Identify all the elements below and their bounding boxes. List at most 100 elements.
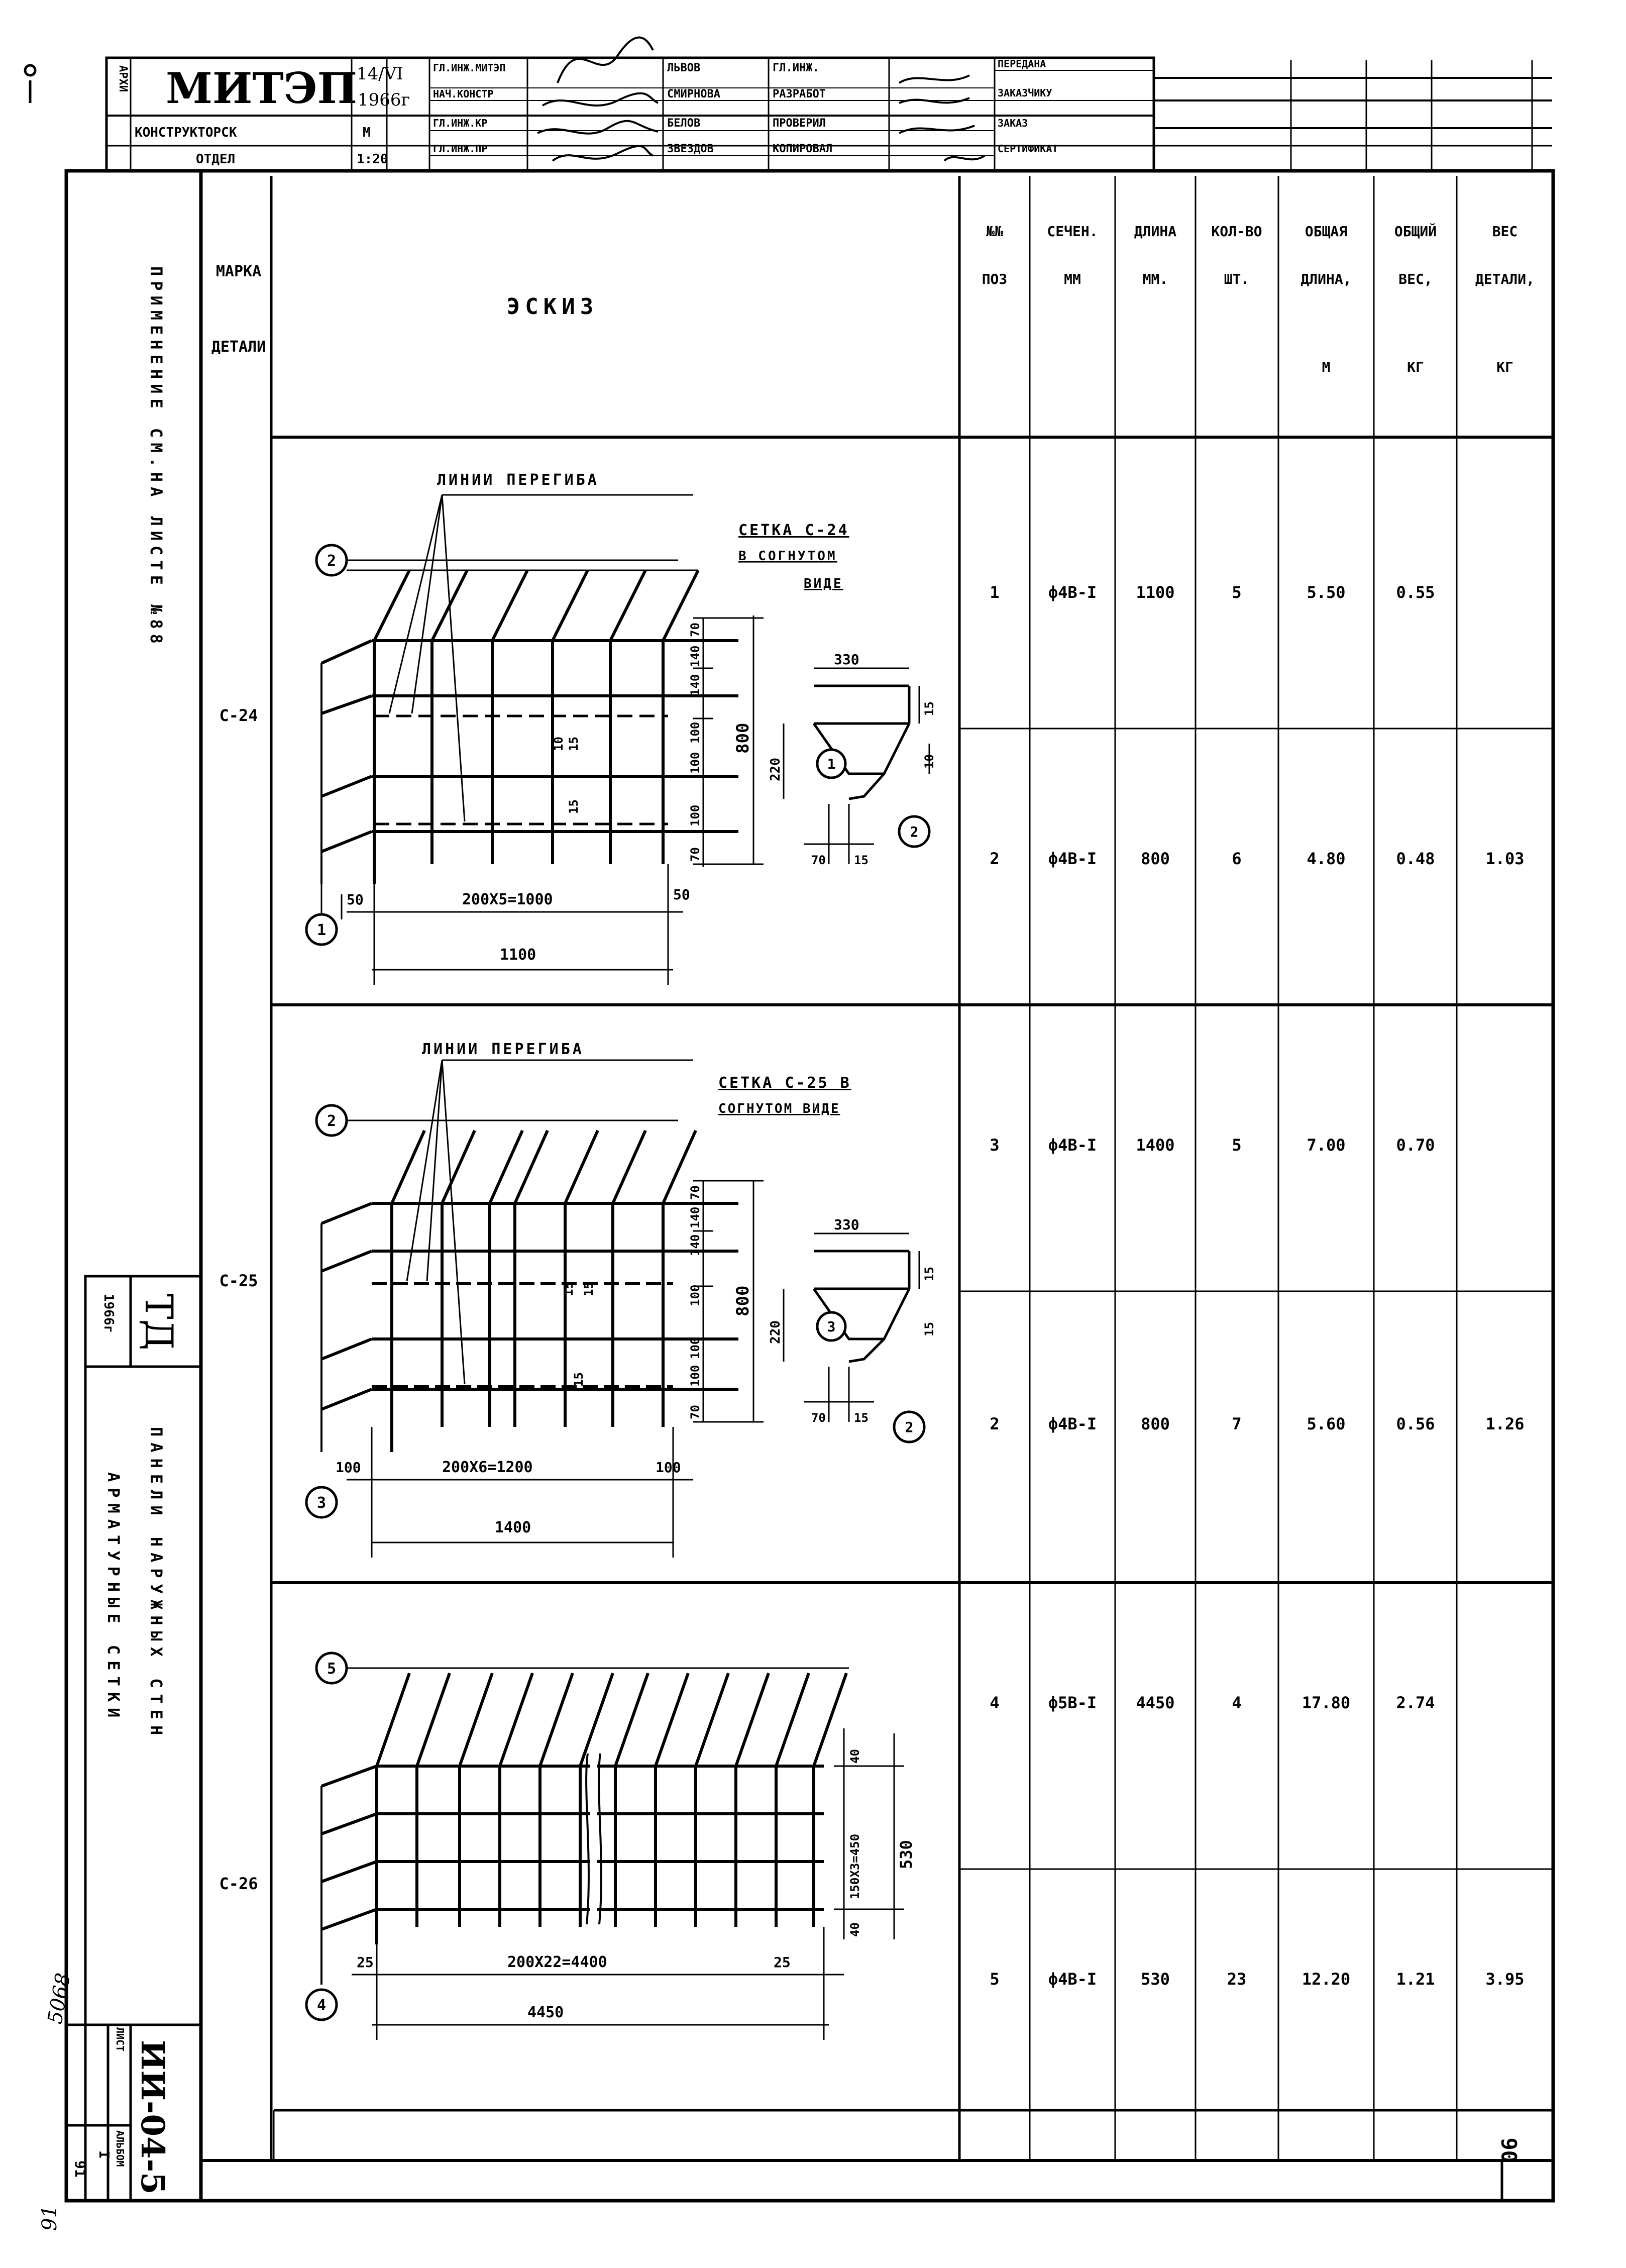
dim-c25-r3: 100 [688,1285,702,1306]
dim-c24-r1: 140 [688,646,702,667]
hdr-dw-2: ДЕТАЛИ, [1475,271,1535,287]
dim-c24-r6: 70 [688,847,702,862]
caption-c25-2: СОГНУТОМ ВИДЕ [718,1101,840,1116]
dim-c25-r0: 70 [688,1185,702,1200]
dim-c25-height: 800 [733,1286,753,1316]
dim-c26-height: 530 [897,1840,916,1869]
row-6-pos: 5 [990,1970,999,1989]
action-2: РАЗРАБОТ [773,88,826,100]
hdr-section-2: ММ [1064,271,1081,287]
row-2-tlen: 4.80 [1307,849,1345,868]
dim-c25-r1: 140 [688,1207,702,1228]
row-2-tw: 0.48 [1396,849,1435,868]
dim-c24-15b: 15 [567,799,581,814]
org-logo: МИТЭП [166,63,357,113]
row-4-length: 800 [1141,1414,1170,1433]
date-1: 14/VI [357,64,403,84]
row-2-qty: 6 [1232,849,1241,868]
hdr-tw-2: ВЕС, [1398,271,1432,287]
role-4: ГЛ.ИНЖ.ПР [433,143,487,155]
dim-c26-r1: 150Х3=450 [848,1834,862,1899]
side-c25-15: 15 [922,1267,936,1281]
dim-c25-r4: 100 [688,1337,702,1359]
row-4-pos: 2 [990,1414,999,1433]
row-6-tw: 1.21 [1396,1970,1435,1989]
punch-marks [24,64,37,103]
hdr-qty-1: КОЛ-ВО [1211,223,1262,240]
table-grid [271,176,1553,2160]
list-label: ЛИСТ [114,2027,126,2051]
row-6-tlen: 12.20 [1302,1970,1350,1989]
arch-label: АРХИ [117,65,129,92]
hand-number-2: 91 [38,2205,61,2231]
hdr-dw-1: ВЕС [1492,223,1518,240]
hdr-mark-1: МАРКА [216,263,261,280]
side-c24-330: 330 [834,651,859,668]
mark-c24: С-24 [219,706,258,725]
row-2-section: ф4В-I [1048,849,1097,868]
row-1-tlen: 5.50 [1307,583,1345,602]
album-label: АЛЬБОМ [114,2130,126,2167]
scale-label: М [363,125,371,140]
row-3-length: 1400 [1136,1136,1174,1155]
row-4-section: ф4В-I [1048,1414,1097,1433]
row-4-tlen: 5.60 [1307,1414,1345,1433]
org-dept-2: ОТДЕЛ [196,152,235,167]
row-5-qty: 4 [1232,1693,1241,1712]
caption-c24-3: ВИДЕ [804,576,843,591]
right-block-4: СЕРТИФИКАТ [998,143,1058,155]
detail-weight-c26: 3.95 [1485,1970,1524,1989]
hdr-tw-1: ОБЩИЙ [1394,223,1437,240]
row-3-section: ф4В-I [1048,1136,1097,1155]
row-5-pos: 4 [990,1693,999,1712]
scale-value: 1:20 [357,152,388,167]
hdr-qty-2: ШТ. [1224,271,1250,287]
td-year: 1966г [101,1294,116,1333]
row-5-tlen: 17.80 [1302,1693,1350,1712]
row-1-section: ф4В-I [1048,583,1097,602]
name-4: ЗВЕЗДОВ [667,143,714,155]
hdr-dw-3: КГ [1496,359,1513,375]
dim-c26-inner: 200Х22=4400 [507,1953,607,1971]
pos-circle-c24-bottom: 1 [317,921,326,939]
sheet-number: 06 [1497,2137,1522,2163]
row-6-section: ф4В-I [1048,1970,1097,1989]
title-block [105,56,1552,172]
dim-c24-r5: 100 [688,805,702,827]
dim-c24-r2: 140 [688,674,702,696]
table-header: МАРКА ДЕТАЛИ ЭСКИЗ №№ ПОЗ СЕЧЕН. ММ ДЛИН… [211,223,1535,375]
role-2: НАЧ.КОНСТР [433,88,493,100]
side-c25-15b: 15 [854,1411,869,1425]
dim-c26-r0: 40 [848,1749,862,1764]
dim-c24-height: 800 [733,723,753,754]
hdr-pos-1: №№ [986,223,1003,240]
side-c25-pos-b: 2 [905,1419,914,1435]
name-1: ЛЬВОВ [667,62,700,74]
dim-c24-r4: 100 [688,752,702,774]
table-body: С-24 1 ф4В-I 1100 5 5.50 0.55 2 ф4В-I 80… [219,583,1524,1989]
side-c24-220: 220 [768,758,783,781]
action-3: ПРОВЕРИЛ [773,117,826,130]
dim-c25-15c: 15 [582,1282,596,1296]
bend-lines-label-2: ЛИНИИ ПЕРЕГИБА [422,1041,584,1058]
row-5-section: ф5В-I [1048,1693,1097,1712]
dim-c26-r2: 40 [848,1922,862,1937]
pos-circle-c26-top: 5 [327,1660,336,1678]
sketch-c24: ЛИНИИ ПЕРЕГИБА СЕТКА С-24 В СОГНУТОМ ВИД… [305,471,936,985]
left-stamp-boxes [65,1275,202,2202]
pos-circle-c25-bottom: 3 [317,1494,326,1512]
hdr-tlen-3: М [1322,359,1331,375]
dim-c24-10: 10 [552,737,566,751]
dim-c24-total: 1100 [500,946,536,964]
row-1-tw: 0.55 [1396,583,1435,602]
dim-c24-right: 50 [673,886,690,903]
dim-c24-left: 50 [347,891,364,908]
dim-c24-r0: 70 [688,623,702,637]
row-2-length: 800 [1141,849,1170,868]
signatures [537,36,986,162]
row-1-length: 1100 [1136,583,1174,602]
org-dept-1: КОНСТРУКТОРСК [135,125,237,140]
side-c24-10: 10 [922,754,936,769]
hand-number-1: 5068 [44,1971,75,2025]
